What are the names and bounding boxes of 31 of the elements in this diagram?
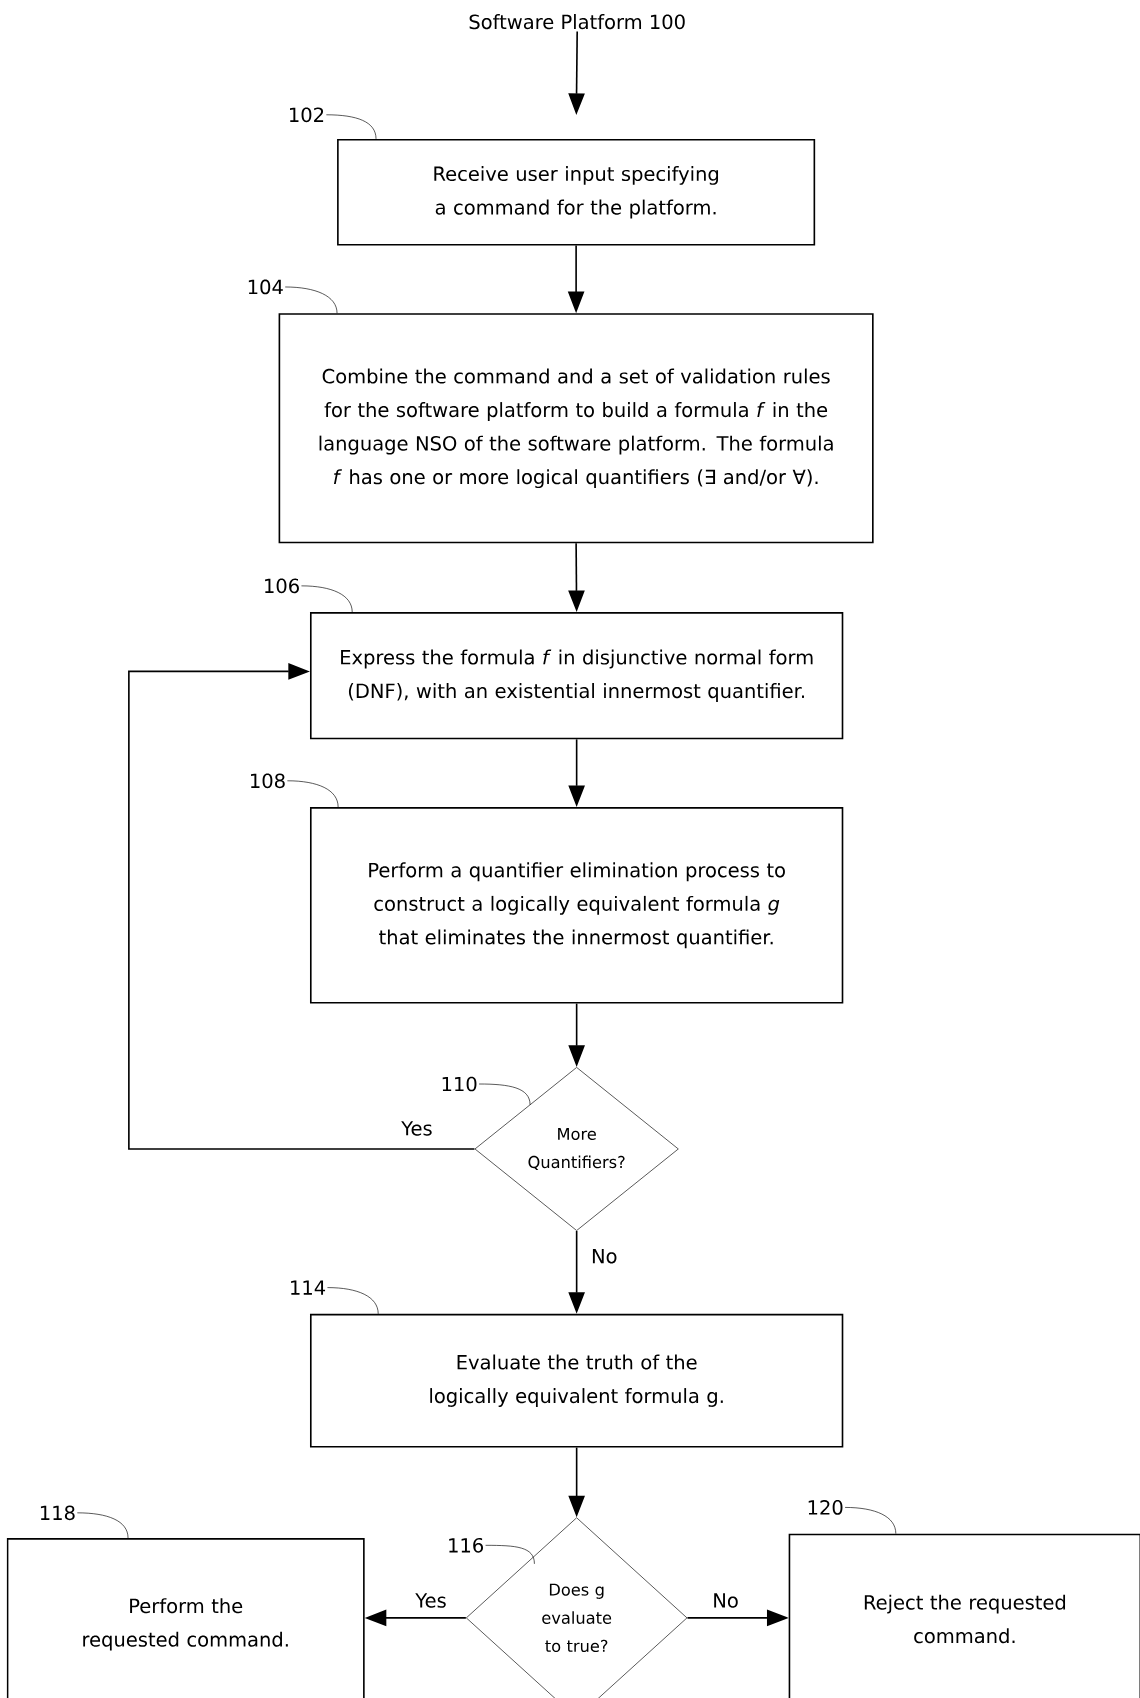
leader-line — [485, 1545, 535, 1565]
reference-numeral: 120 — [808, 1500, 843, 1515]
process-box: Evaluate the truth of the logically equivalent formula g. — [309, 1313, 844, 1448]
reference-numeral: 110 — [442, 1076, 477, 1092]
edge-label: No — [711, 1592, 740, 1609]
edge-label: Yes — [399, 1120, 434, 1137]
process-box: Receive user input specifying a command for the platform. — [336, 138, 815, 246]
reference-numeral: 116 — [449, 1537, 483, 1553]
leader-line — [286, 780, 339, 808]
leader-line — [284, 286, 338, 314]
process-box: Perform a quantifier elimination process to construct a logically equivalent formula g that eliminates the innermost quantifier. — [309, 807, 844, 1004]
reference-numeral: 102 — [289, 107, 323, 123]
reference-numeral: 118 — [40, 1505, 75, 1521]
heading-text: Software Platform 100 — [469, 14, 685, 30]
reference-numeral: 108 — [250, 773, 285, 789]
reference-numeral: 106 — [264, 578, 299, 594]
process-box: Reject the requested command. — [788, 1533, 1140, 1698]
reference-numeral: 104 — [248, 279, 283, 295]
leader-line — [301, 585, 353, 613]
process-box: Perform the requested command. — [6, 1538, 365, 1698]
process-box: Combine the command and a set of validation rules for the software platform to build a formula f in the language NSO of the software platform. The formula f has one or more logical quantifiers (∃ and/or ∀). — [278, 313, 874, 544]
leader-line — [76, 1512, 129, 1539]
arrow — [127, 663, 476, 1150]
edge-label: No — [589, 1247, 619, 1265]
leader-line — [478, 1083, 531, 1106]
leader-line — [327, 1287, 379, 1315]
reference-numeral: 114 — [290, 1280, 325, 1295]
leader-line — [325, 114, 377, 140]
process-box: Express the formula f in disjunctive normal form (DNF), with an existential innermost quantifier. — [309, 612, 844, 740]
edge-label: Yes — [414, 1592, 448, 1609]
leader-line — [844, 1507, 897, 1534]
